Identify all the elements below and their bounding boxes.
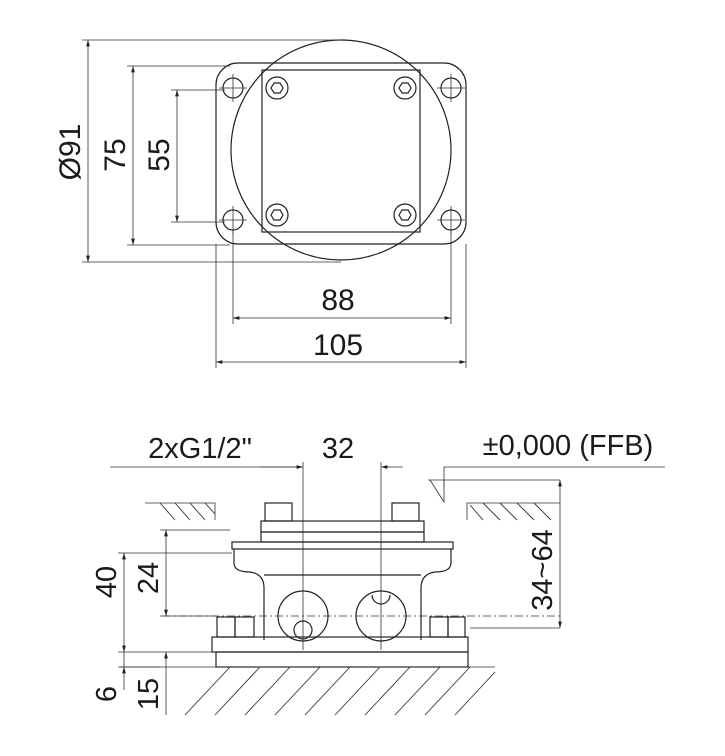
hex-screw-icon	[393, 76, 417, 100]
dim-55: 55	[143, 138, 176, 171]
dim-32: 32	[322, 433, 354, 465]
outlet-bore	[293, 620, 313, 640]
mounting-hole-icon	[219, 74, 247, 102]
side-nut	[447, 616, 466, 638]
side-nut	[429, 616, 449, 638]
top-nut	[264, 502, 293, 522]
dim-105: 105	[313, 329, 363, 362]
center-lines	[302, 462, 382, 650]
round-body	[230, 39, 452, 261]
mounting-hole-icon	[219, 206, 247, 234]
mounting-hole-icon	[437, 74, 465, 102]
flange	[231, 541, 454, 550]
dim-88: 88	[321, 284, 354, 317]
extension-lines	[82, 39, 341, 263]
dim-24: 24	[133, 562, 165, 594]
dim-15: 15	[133, 678, 165, 710]
dim-diameter-91: Ø91	[54, 124, 87, 181]
hex-screw-icon	[265, 76, 289, 100]
top-view: Ø91 75 55 88 105	[54, 39, 467, 368]
wall-outline	[145, 502, 560, 520]
base-plate	[211, 636, 469, 653]
inner-square	[261, 69, 421, 233]
extension-lines	[215, 230, 467, 368]
side-view: 2xG1/2" 32 ±0,000 (FFB)	[91, 430, 665, 716]
mounting-plate	[215, 62, 467, 245]
top-nut	[391, 502, 420, 522]
dim-6: 6	[91, 686, 123, 702]
mounting-holes	[219, 74, 465, 234]
level-label: ±0,000 (FFB)	[483, 430, 654, 462]
side-nut	[234, 616, 255, 638]
outlet-bore	[371, 594, 391, 605]
level-triangle-icon	[428, 479, 460, 504]
top-plate	[260, 520, 425, 533]
screws	[265, 76, 417, 227]
ground-hatch	[184, 666, 496, 716]
hex-screw-icon	[393, 203, 417, 227]
top-plate-lower	[260, 531, 425, 543]
hex-screw-icon	[265, 203, 289, 227]
wall-hatch	[159, 502, 552, 521]
level-leader-line	[443, 466, 665, 487]
side-nut	[216, 616, 236, 638]
extension-lines	[118, 479, 560, 668]
thread-label: 2xG1/2"	[148, 433, 252, 465]
dim-40: 40	[91, 566, 123, 598]
dim-75: 75	[99, 138, 132, 171]
base	[215, 651, 469, 668]
mounting-hole-icon	[437, 206, 465, 234]
dim-34-64: 34~64	[527, 529, 559, 610]
body-outline	[233, 549, 452, 640]
